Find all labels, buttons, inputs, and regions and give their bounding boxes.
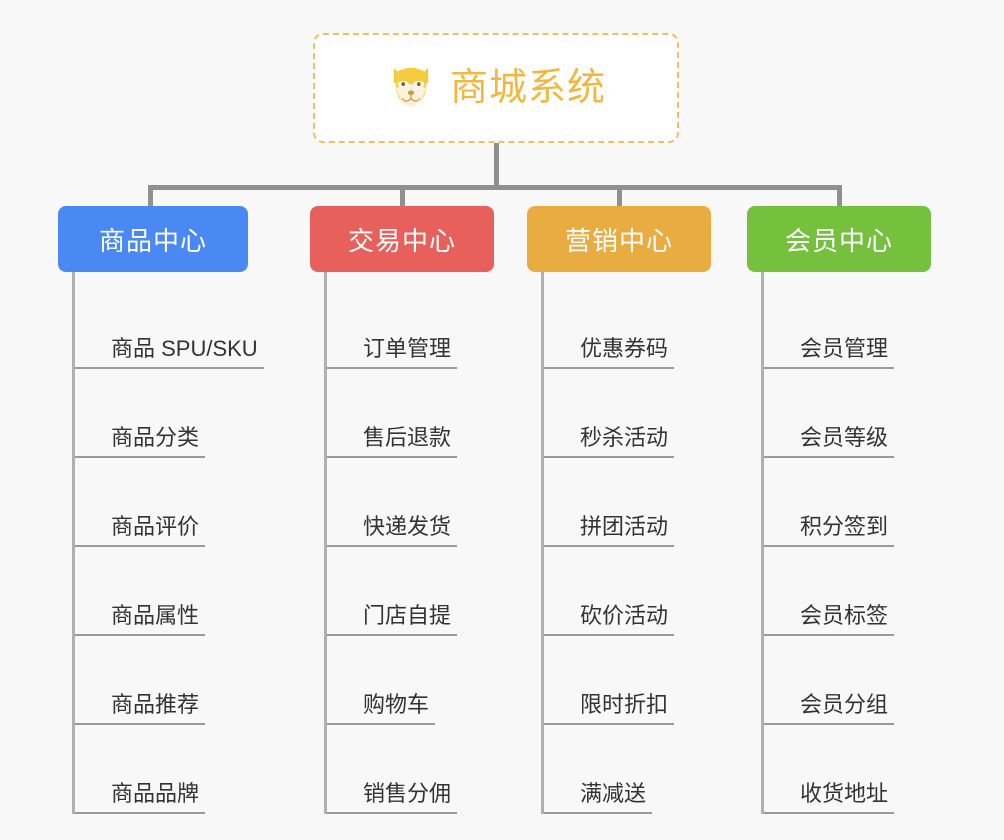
- leaf-item[interactable]: 会员等级: [764, 369, 931, 458]
- branch-column-0: 商品中心 商品 SPU/SKU 商品分类商品评价商品属性商品推荐商品品牌: [58, 206, 264, 814]
- leaf-list-1: 订单管理售后退款快递发货门店自提购物车销售分佣: [324, 272, 494, 814]
- connector-drop-0: [148, 185, 153, 207]
- leaf-item-underline: [544, 545, 674, 547]
- connector-horizontal-bar: [148, 185, 842, 190]
- leaf-item[interactable]: 会员管理: [764, 280, 931, 369]
- leaf-item-underline: [544, 812, 652, 814]
- branch-header-label: 交易中心: [347, 225, 456, 256]
- leaf-item-label: 商品分类: [111, 424, 200, 450]
- leaf-item[interactable]: 销售分佣: [327, 725, 494, 814]
- leaf-item[interactable]: 积分签到: [764, 458, 931, 547]
- leaf-item[interactable]: 商品属性: [75, 547, 248, 636]
- leaf-item[interactable]: 会员标签: [764, 547, 931, 636]
- leaf-item-underline: [75, 812, 205, 814]
- leaf-item-label: 限时折扣: [580, 691, 669, 717]
- branch-column-3: 会员中心 会员管理会员等级积分签到会员标签会员分组收货地址: [747, 206, 931, 814]
- leaf-item-label: 商品推荐: [111, 691, 200, 717]
- leaf-item-underline: [327, 545, 457, 547]
- leaf-item-label: 门店自提: [363, 602, 452, 628]
- leaf-item-underline: [75, 723, 205, 725]
- branch-header-3[interactable]: 会员中心: [747, 206, 931, 272]
- leaf-item-label: 销售分佣: [363, 780, 452, 806]
- leaf-item[interactable]: 限时折扣: [544, 636, 711, 725]
- root-node[interactable]: 商城系统: [313, 33, 679, 143]
- branch-header-label: 商品中心: [98, 225, 207, 256]
- leaf-item-label: 积分签到: [800, 513, 889, 539]
- leaf-item-underline: [764, 456, 894, 458]
- leaf-item-label: 收货地址: [800, 780, 889, 806]
- leaf-item-label: 售后退款: [363, 424, 452, 450]
- leaf-item[interactable]: 商品推荐: [75, 636, 248, 725]
- leaf-item-underline: [544, 634, 674, 636]
- connector-drop-3: [837, 185, 842, 207]
- leaf-item-label: 拼团活动: [580, 513, 669, 539]
- leaf-item-label: 会员标签: [800, 602, 889, 628]
- branch-column-2: 营销中心 优惠券码秒杀活动拼团活动砍价活动限时折扣满减送: [527, 206, 711, 814]
- leaf-item-label: 商品品牌: [111, 780, 200, 806]
- branch-header-label: 营销中心: [564, 225, 673, 256]
- leaf-item-underline: [544, 456, 674, 458]
- leaf-item[interactable]: 拼团活动: [544, 458, 711, 547]
- leaf-item-underline: [327, 723, 435, 725]
- leaf-item[interactable]: 订单管理: [327, 280, 494, 369]
- leaf-item-underline: [764, 723, 894, 725]
- leaf-item-label: 满减送: [580, 780, 647, 806]
- leaf-item-underline: [327, 367, 457, 369]
- branch-header-0[interactable]: 商品中心: [58, 206, 248, 272]
- leaf-item-underline: [764, 545, 894, 547]
- leaf-item-underline: [75, 456, 205, 458]
- leaf-item-label: 优惠券码: [580, 335, 669, 361]
- connector-drop-1: [400, 185, 405, 207]
- leaf-item-underline: [75, 367, 264, 369]
- leaf-item[interactable]: 秒杀活动: [544, 369, 711, 458]
- leaf-list-2: 优惠券码秒杀活动拼团活动砍价活动限时折扣满减送: [541, 272, 711, 814]
- leaf-item[interactable]: 商品品牌: [75, 725, 248, 814]
- leaf-item[interactable]: 门店自提: [327, 547, 494, 636]
- leaf-item[interactable]: 商品分类: [75, 369, 248, 458]
- leaf-item-underline: [327, 456, 457, 458]
- leaf-item-label: 商品评价: [111, 513, 200, 539]
- leaf-item-label: 会员管理: [800, 335, 889, 361]
- leaf-item-label: 商品属性: [111, 602, 200, 628]
- leaf-item[interactable]: 会员分组: [764, 636, 931, 725]
- leaf-item-label: 快递发货: [363, 513, 452, 539]
- leaf-item-label: 订单管理: [363, 335, 452, 361]
- leaf-item-label: 砍价活动: [580, 602, 669, 628]
- branch-header-1[interactable]: 交易中心: [310, 206, 494, 272]
- leaf-item[interactable]: 购物车: [327, 636, 494, 725]
- leaf-item-underline: [544, 367, 674, 369]
- branch-header-2[interactable]: 营销中心: [527, 206, 711, 272]
- leaf-item-underline: [544, 723, 674, 725]
- shiba-dog-icon: [393, 67, 429, 108]
- root-title: 商城系统: [449, 67, 606, 109]
- leaf-item-underline: [764, 634, 894, 636]
- leaf-item-underline: [764, 812, 894, 814]
- leaf-item-label: 会员分组: [800, 691, 889, 717]
- leaf-list-0: 商品 SPU/SKU 商品分类商品评价商品属性商品推荐商品品牌: [72, 272, 264, 814]
- leaf-item[interactable]: 砍价活动: [544, 547, 711, 636]
- leaf-item[interactable]: 商品 SPU/SKU: [75, 280, 264, 369]
- leaf-item-label: 秒杀活动: [580, 424, 669, 450]
- leaf-item-underline: [764, 367, 894, 369]
- leaf-item[interactable]: 售后退款: [327, 369, 494, 458]
- leaf-item-underline: [327, 634, 457, 636]
- leaf-item-underline: [75, 634, 205, 636]
- leaf-item-underline: [327, 812, 457, 814]
- connector-stem: [494, 143, 499, 188]
- leaf-item[interactable]: 收货地址: [764, 725, 931, 814]
- leaf-item[interactable]: 优惠券码: [544, 280, 711, 369]
- leaf-item[interactable]: 商品评价: [75, 458, 248, 547]
- leaf-item[interactable]: 满减送: [544, 725, 711, 814]
- connector-drop-2: [617, 185, 622, 207]
- leaf-item-underline: [75, 545, 205, 547]
- leaf-item-label: 商品 SPU/SKU: [111, 335, 258, 361]
- branch-header-label: 会员中心: [784, 225, 893, 256]
- leaf-item[interactable]: 快递发货: [327, 458, 494, 547]
- leaf-item-label: 会员等级: [800, 424, 889, 450]
- branch-column-1: 交易中心 订单管理售后退款快递发货门店自提购物车销售分佣: [310, 206, 494, 814]
- leaf-item-label: 购物车: [363, 691, 430, 717]
- leaf-list-3: 会员管理会员等级积分签到会员标签会员分组收货地址: [761, 272, 931, 814]
